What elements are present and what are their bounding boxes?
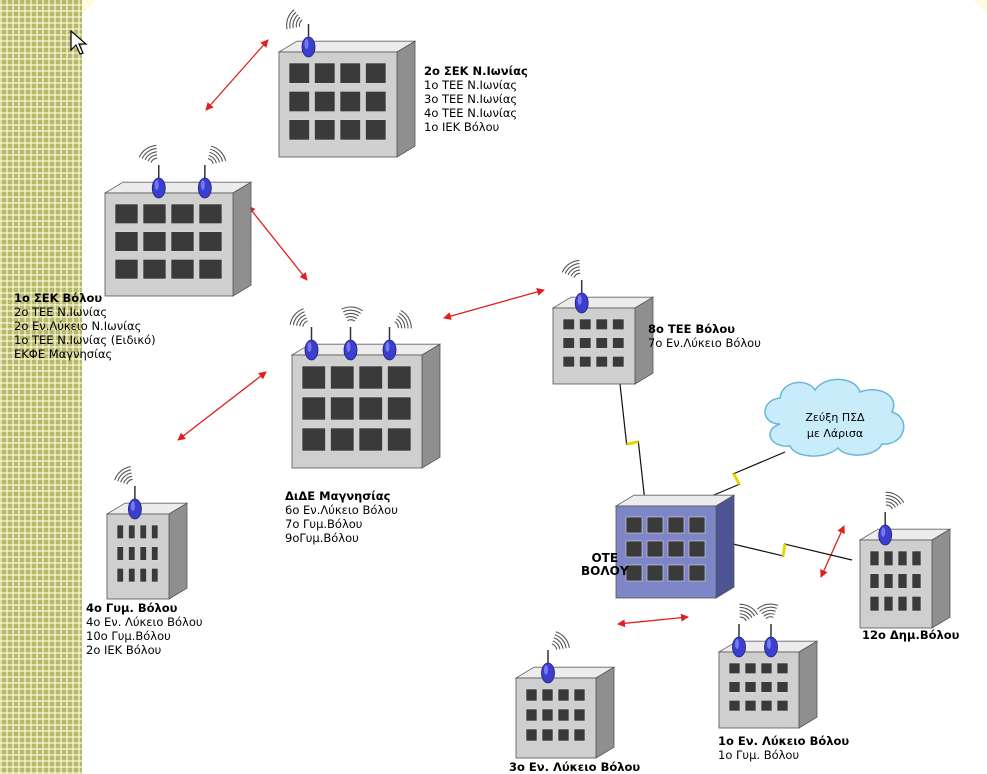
cloud-label-line: με Λάρισα — [807, 427, 863, 440]
node-label-lyk3: 3ο Εν. Λύκειο Βόλου — [509, 760, 640, 774]
label-line: 1ο ΙΕΚ Βόλου — [424, 120, 528, 134]
cloud-icon: Ζεύξη ΠΣΔ με Λάρισα — [765, 379, 904, 456]
building-icon — [516, 667, 614, 758]
label-line: ΒΟΛΟΥ — [581, 565, 629, 578]
label-line: ΔιΔΕ Μαγνησίας — [285, 489, 398, 503]
node-label-ote: ΟΤΕ ΒΟΛΟΥ — [581, 552, 629, 578]
node-label-dide: ΔιΔΕ Μαγνησίας 6ο Εν.Λύκειο Βόλου 7ο Γυμ… — [285, 489, 398, 545]
label-line: 2ο ΣΕΚ Ν.Ιωνίας — [424, 64, 528, 78]
wireless-link — [821, 526, 844, 577]
label-line: 1ο Γυμ. Βόλου — [718, 748, 849, 762]
label-line: 1ο ΣΕΚ Βόλου — [14, 291, 156, 305]
building-icon — [860, 529, 950, 628]
label-line: 1ο ΤΕΕ Ν.Ιωνίας (Ειδικό) — [14, 333, 156, 347]
node-label-gym4: 4ο Γυμ. Βόλου 4ο Εν. Λύκειο Βόλου 10ο Γυ… — [86, 601, 203, 657]
building-icon — [279, 41, 415, 157]
label-line: 4ο Γυμ. Βόλου — [86, 601, 203, 615]
label-line: 7ο Εν.Λύκειο Βόλου — [648, 336, 761, 350]
label-line: 2ο Εν.Λύκειο Ν.Ιωνίας — [14, 319, 156, 333]
wireless-link — [206, 40, 268, 110]
label-line: 8ο ΤΕΕ Βόλου — [648, 322, 761, 336]
ote-building-icon — [616, 495, 734, 598]
node-label-sek1: 1ο ΣΕΚ Βόλου 2ο ΤΕΕ Ν.Ιωνίας 2ο Εν.Λύκει… — [14, 291, 156, 361]
node-label-lyk1: 1ο Εν. Λύκειο Βόλου 1ο Γυμ. Βόλου — [718, 734, 849, 762]
building-icon — [105, 182, 251, 296]
label-line: 2ο ΙΕΚ Βόλου — [86, 643, 203, 657]
label-line: 4ο Εν. Λύκειο Βόλου — [86, 615, 203, 629]
label-line: 1ο ΤΕΕ Ν.Ιωνίας — [424, 78, 528, 92]
label-line: 9οΓυμ.Βόλου — [285, 531, 398, 545]
wireless-link — [178, 372, 266, 440]
label-line: 7ο Γυμ.Βόλου — [285, 517, 398, 531]
node-label-tee8: 8ο ΤΕΕ Βόλου 7ο Εν.Λύκειο Βόλου — [648, 322, 761, 350]
label-line: 10ο Γυμ.Βόλου — [86, 629, 203, 643]
arrow-cursor-icon — [70, 30, 90, 58]
building-icon — [292, 344, 440, 468]
wireless-link — [444, 290, 544, 318]
label-line: 6ο Εν.Λύκειο Βόλου — [285, 503, 398, 517]
wireless-link — [618, 617, 688, 624]
label-line: 12ο Δημ.Βόλου — [862, 628, 959, 642]
label-line: 2ο ΤΕΕ Ν.Ιωνίας — [14, 305, 156, 319]
label-line: 1ο Εν. Λύκειο Βόλου — [718, 734, 849, 748]
wireless-link — [248, 206, 307, 280]
label-line: ΕΚΦΕ Μαγνησίας — [14, 347, 156, 361]
building-icon — [107, 503, 187, 599]
label-line: 3ο Εν. Λύκειο Βόλου — [509, 760, 640, 774]
building-icon — [553, 297, 653, 384]
node-label-sek2: 2ο ΣΕΚ Ν.Ιωνίας 1ο ΤΕΕ Ν.Ιωνίας 3ο ΤΕΕ Ν… — [424, 64, 528, 134]
label-line: 3ο ΤΕΕ Ν.Ιωνίας — [424, 92, 528, 106]
label-line: 4ο ΤΕΕ Ν.Ιωνίας — [424, 106, 528, 120]
cloud-label-line: Ζεύξη ΠΣΔ — [805, 411, 865, 424]
node-label-dim12: 12ο Δημ.Βόλου — [862, 628, 959, 642]
